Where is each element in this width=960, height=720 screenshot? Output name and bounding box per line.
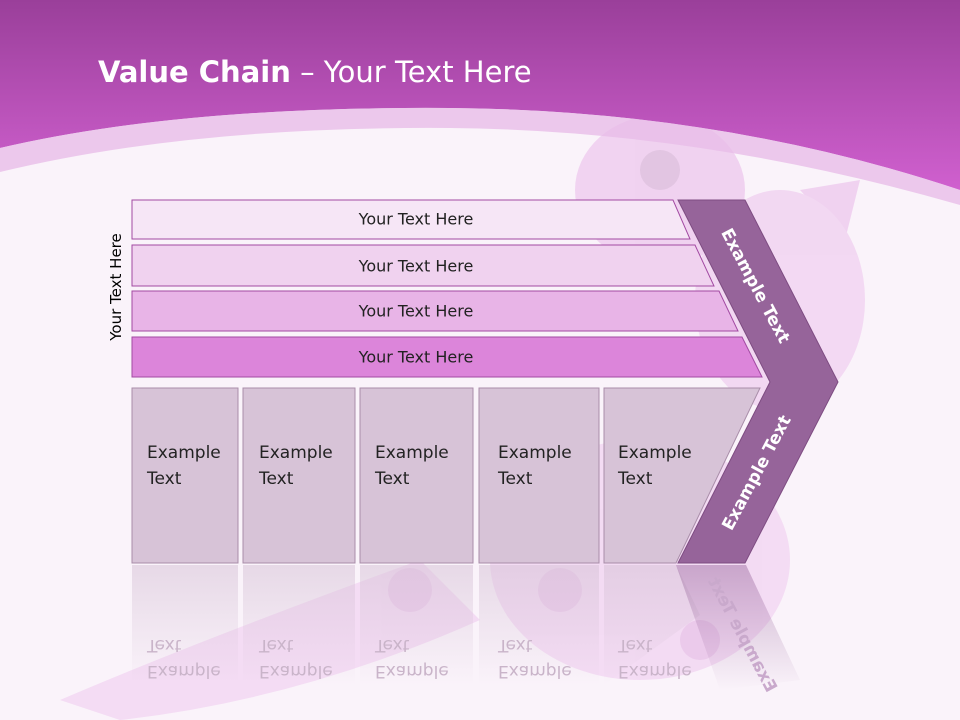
activity-box-5 — [603, 387, 761, 564]
activity-box-4 — [478, 387, 600, 564]
row-bar-2 — [131, 244, 715, 287]
side-label: Your Text Here — [107, 233, 125, 341]
chevron-arrow — [677, 199, 839, 564]
boxes-reflection — [132, 565, 800, 690]
activity-box-2 — [242, 387, 356, 564]
title-bold: Value Chain — [98, 55, 291, 89]
title-rest: – Your Text Here — [290, 55, 532, 89]
header-wave-light — [0, 107, 960, 205]
row-label-2: Your Text Here — [358, 256, 474, 276]
page-title: Value Chain – Your Text Here — [98, 55, 532, 89]
row-label-1: Your Text Here — [358, 209, 474, 229]
row-bar-4 — [131, 336, 763, 378]
activity-boxes — [131, 387, 761, 564]
row-label-3: Your Text Here — [358, 301, 474, 321]
row-bar-3 — [131, 290, 739, 332]
activity-box-1 — [131, 387, 239, 564]
row-bars — [131, 199, 763, 378]
header-band — [0, 0, 960, 190]
row-bar-1 — [131, 199, 691, 240]
row-label-4: Your Text Here — [358, 347, 474, 367]
activity-box-3 — [359, 387, 474, 564]
